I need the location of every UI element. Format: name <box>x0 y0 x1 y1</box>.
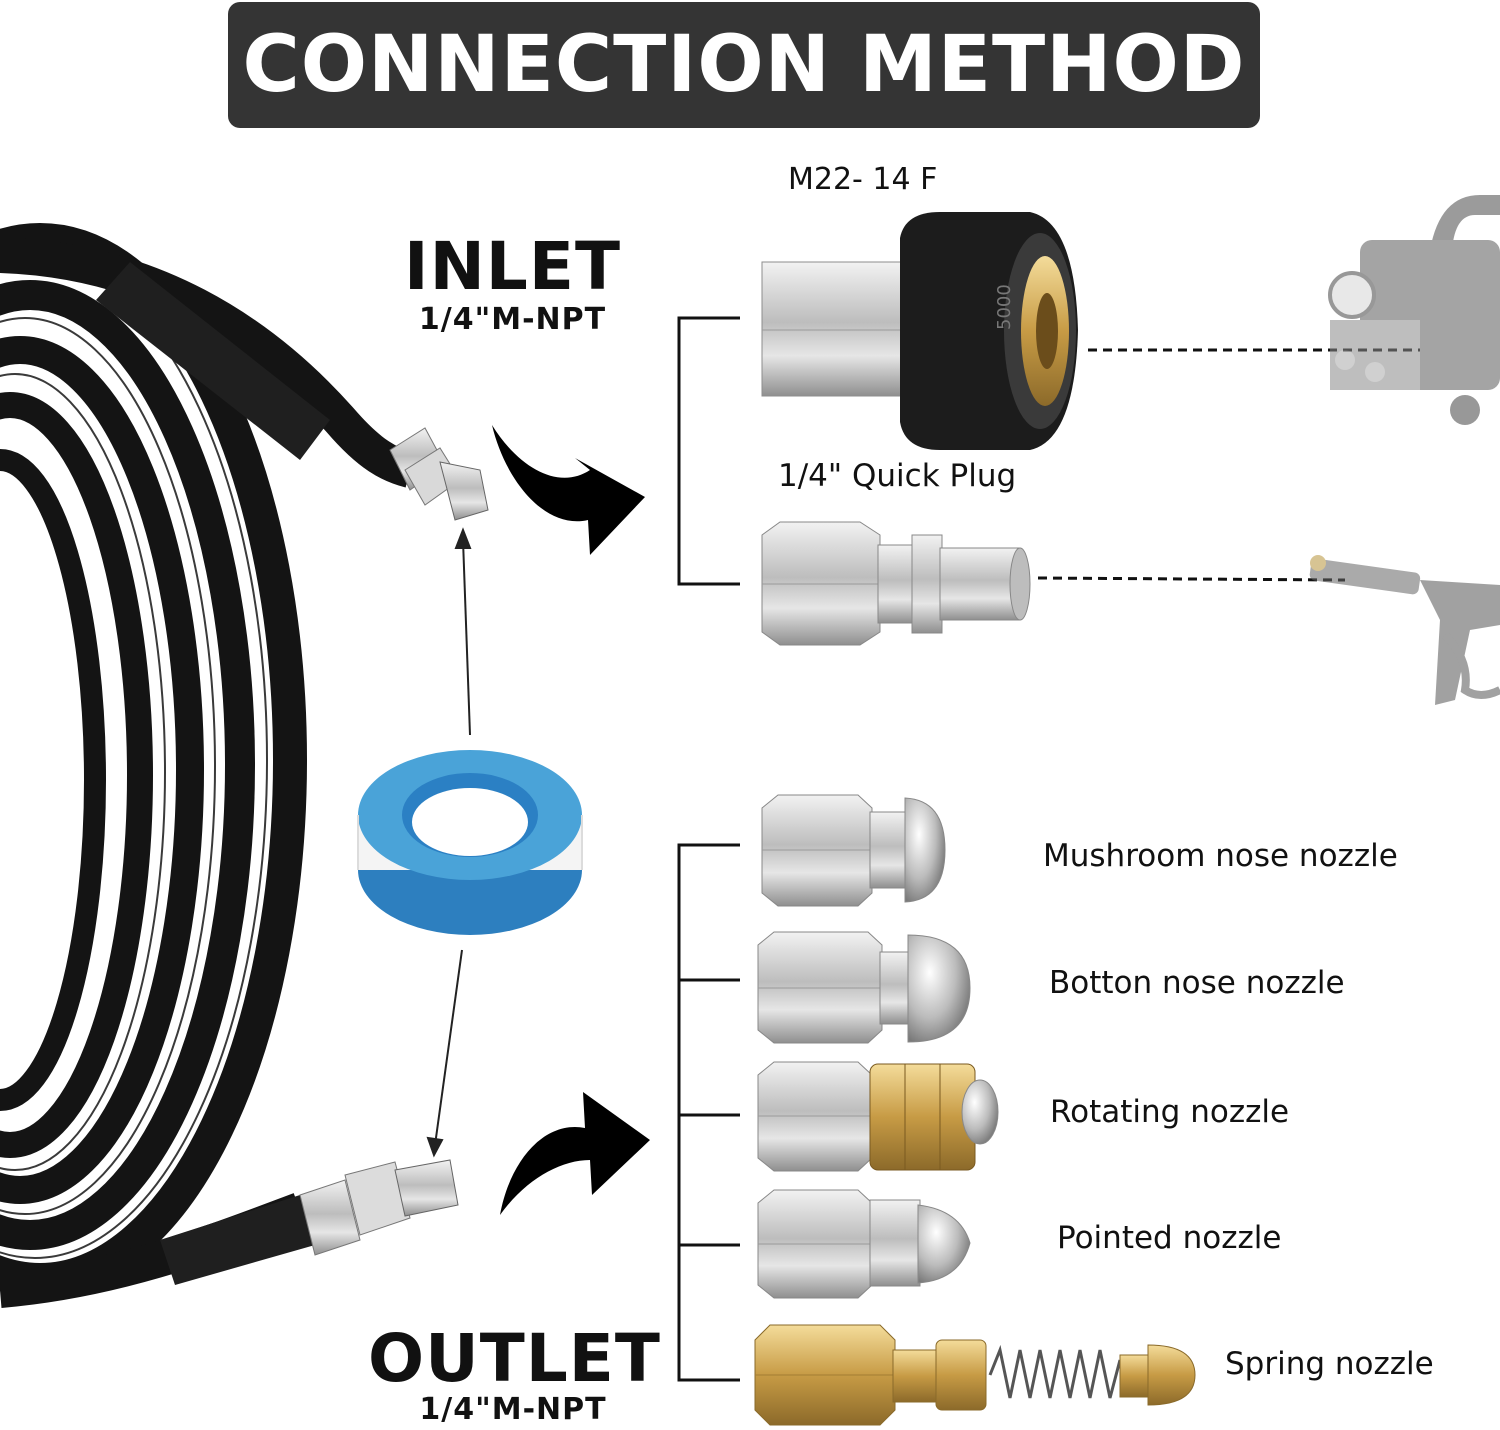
hose-coil-image <box>0 223 415 1308</box>
inlet-label: INLET <box>404 228 621 305</box>
mushroom-nozzle-image <box>761 794 946 907</box>
m22-coupler-label: M22- 14 F <box>788 162 938 197</box>
title-bar: CONNECTION METHOD <box>228 2 1260 128</box>
outlet-spec-label: 1/4"M-NPT <box>419 1392 607 1427</box>
rotating-nozzle-label: Rotating nozzle <box>1050 1094 1290 1130</box>
pressure-washer-image <box>1328 195 1500 425</box>
pointed-nozzle-image <box>757 1189 971 1299</box>
nozzle-bracket <box>677 843 740 1382</box>
outlet-label: OUTLET <box>368 1320 661 1397</box>
m22-coupler-image: 5000 <box>761 212 1078 450</box>
pointed-nozzle-label: Pointed nozzle <box>1057 1220 1282 1256</box>
spring-nozzle-image <box>754 1324 1196 1426</box>
svg-text:5000: 5000 <box>994 284 1015 330</box>
rotating-nozzle-image <box>757 1061 999 1172</box>
button-nozzle-image <box>757 931 971 1044</box>
tape-pointer-lines <box>426 527 472 1158</box>
quick-plug-image <box>761 521 1031 646</box>
page-title: CONNECTION METHOD <box>242 20 1246 110</box>
outlet-curved-arrow-icon <box>500 1092 650 1215</box>
inlet-bracket <box>677 316 740 586</box>
mushroom-nozzle-label: Mushroom nose nozzle <box>1043 838 1398 874</box>
spring-nozzle-label: Spring nozzle <box>1225 1346 1434 1382</box>
button-nozzle-label: Botton nose nozzle <box>1049 965 1345 1001</box>
inlet-curved-arrow-icon <box>492 425 645 555</box>
outlet-hose-fitting-image <box>160 1159 459 1285</box>
inlet-spec-label: 1/4"M-NPT <box>418 302 607 337</box>
thread-tape-image <box>357 750 583 935</box>
quick-plug-label: 1/4" Quick Plug <box>778 458 1017 494</box>
spray-gun-image <box>1309 555 1500 705</box>
inlet-hose-fitting-image <box>96 262 489 521</box>
